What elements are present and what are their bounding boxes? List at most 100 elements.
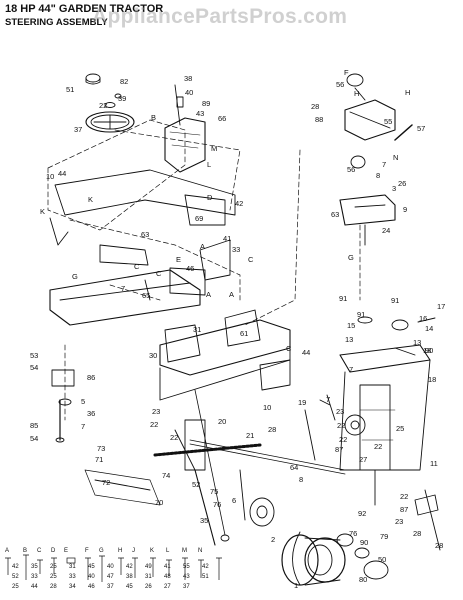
callout-111: 56	[347, 165, 355, 174]
legend-number-5: 44	[31, 584, 38, 590]
callout-51: 22	[170, 433, 178, 442]
callout-53: 71	[95, 455, 103, 464]
legend-letter-5: F	[85, 548, 89, 554]
legend-number-23: 26	[145, 584, 152, 590]
callout-35: A	[229, 290, 234, 299]
callout-112: 8	[376, 171, 380, 180]
callout-72: 16	[419, 314, 427, 323]
callout-30: C	[156, 269, 162, 278]
callout-19: 63	[141, 230, 149, 239]
callout-84: 11	[430, 459, 438, 468]
legend-letter-9: K	[150, 548, 154, 554]
callout-23: 33	[232, 245, 240, 254]
callout-65: 22	[339, 435, 347, 444]
callout-61: 27	[359, 455, 367, 464]
legend-letter-11: M	[182, 548, 187, 554]
legend-number-19: 38	[126, 574, 133, 580]
callout-25: C	[248, 255, 254, 264]
callout-80: 13	[413, 338, 421, 347]
legend-letter-1: B	[23, 548, 27, 554]
watermark: AppliancePartsPros.com	[92, 5, 348, 28]
legend-letter-3: D	[51, 548, 56, 554]
callout-57: 52	[192, 480, 200, 489]
callout-85: 22	[400, 492, 408, 501]
callout-39: 53	[30, 351, 38, 360]
callout-117: G	[348, 253, 354, 262]
callout-26: E	[176, 255, 181, 264]
callout-102: F	[344, 68, 349, 77]
callout-5: 38	[184, 74, 192, 83]
callout-100: 50	[378, 555, 386, 564]
callout-47: 10	[263, 403, 271, 412]
callout-95: 1	[294, 581, 298, 590]
callout-90: 8	[299, 475, 303, 484]
callout-73: 14	[425, 324, 433, 333]
callout-105: H	[405, 88, 410, 97]
callout-103: 56	[336, 80, 344, 89]
legend-number-15: 40	[107, 564, 114, 570]
callout-27: 46	[186, 264, 194, 273]
callout-16: K	[88, 195, 93, 204]
callout-99: 80	[359, 575, 367, 584]
callout-91: 75	[210, 487, 218, 496]
callout-97: 90	[360, 538, 368, 547]
legend-number-4: 33	[31, 574, 38, 580]
legend-number-2: 25	[12, 584, 19, 590]
callout-79: 91	[391, 296, 399, 305]
legend-number-31: 51	[202, 574, 209, 580]
callout-8: B	[151, 113, 156, 122]
callout-45: 85	[30, 421, 38, 430]
callout-2: 39	[118, 94, 126, 103]
callout-31: 7	[121, 284, 125, 293]
callout-33: 31	[193, 325, 201, 334]
callout-92: 76	[213, 500, 221, 509]
callout-55: 74	[162, 471, 170, 480]
callout-15: K	[40, 207, 45, 216]
legend-letter-2: C	[37, 548, 42, 554]
callout-116: 24	[382, 226, 390, 235]
callout-0: 51	[66, 85, 74, 94]
callout-82: 18	[428, 375, 436, 384]
callout-49: 22	[150, 420, 158, 429]
callout-7: 89	[202, 99, 210, 108]
callout-89: 92	[358, 509, 366, 518]
callout-69: 25	[396, 424, 404, 433]
legend-number-1: 52	[12, 574, 19, 580]
callout-29: G	[72, 272, 78, 281]
legend-number-9: 31	[69, 564, 76, 570]
legend-number-6: 25	[50, 564, 57, 570]
callout-3: 22	[99, 101, 107, 110]
callout-46: 54	[30, 434, 38, 443]
callout-28: A	[206, 290, 211, 299]
callout-11: M	[211, 144, 217, 153]
callout-48: 23	[152, 407, 160, 416]
callout-113: 26	[398, 179, 406, 188]
callout-60: 28	[268, 425, 276, 434]
callout-37: C	[286, 344, 292, 353]
callout-114: 63	[331, 210, 339, 219]
callout-17: 42	[235, 199, 243, 208]
legend-number-29: 37	[183, 584, 190, 590]
legend-letter-12: N	[198, 548, 202, 554]
callout-34: 61	[240, 329, 248, 338]
callout-108: 55	[384, 117, 392, 126]
callout-13: 10	[46, 172, 54, 181]
callout-78: 91	[357, 310, 365, 319]
callout-96: 76	[349, 529, 357, 538]
diagram-subtitle: STEERING ASSEMBLY	[5, 17, 108, 28]
callout-40: 54	[30, 363, 38, 372]
legend-number-21: 49	[145, 564, 152, 570]
legend-number-3: 35	[31, 564, 38, 570]
legend-number-10: 33	[69, 574, 76, 580]
legend-number-13: 40	[88, 574, 95, 580]
callout-119: 7	[382, 160, 386, 169]
callout-81: 7	[349, 365, 353, 374]
callout-12: L	[207, 160, 211, 169]
callout-74: 13	[345, 335, 353, 344]
callout-115: 9	[403, 205, 407, 214]
callout-22: 41	[223, 234, 231, 243]
callout-83: 7	[326, 395, 330, 404]
diagram-title: 18 HP 44" GARDEN TRACTOR	[5, 3, 164, 15]
